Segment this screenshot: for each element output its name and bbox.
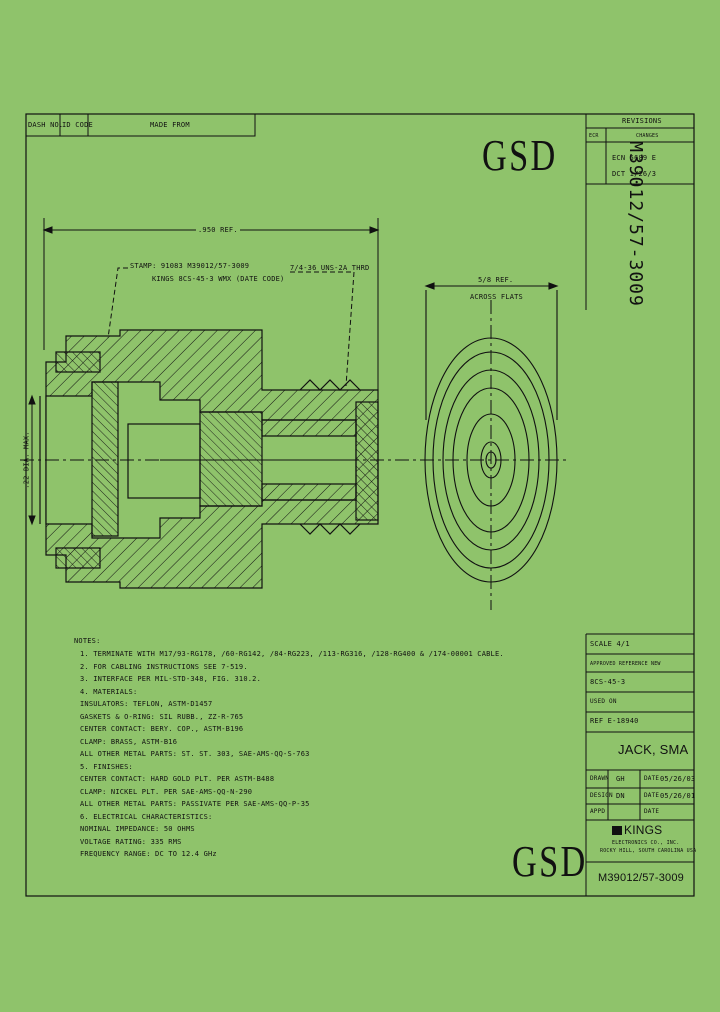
part-label: 8CS-45-3 [590,678,626,686]
note-line: 2. FOR CABLING INSTRUCTIONS SEE 7-519. [80,662,248,671]
stamp-label-1: STAMP: 91083 M39012/57-3009 [130,262,250,270]
connector-end-view [424,282,559,583]
company-line-1: ELECTRONICS CO., INC. [612,840,680,846]
note-line: NOMINAL IMPEDANCE: 50 OHMS [80,825,195,833]
note-line: VOLTAGE RATING: 335 RMS [80,837,182,846]
vertical-part-number: M39012/57-3009 [624,141,646,307]
dimension-diameter [28,394,36,526]
note-line: 5. FINISHES: [80,762,133,771]
revisions-title: REVISIONS [622,117,662,125]
ref-label: REF E-18940 [590,717,639,725]
drawn-date-label: DATE [644,775,660,782]
dimension-overall-length [42,218,380,390]
company-name: KINGS [624,823,663,837]
overall-length-label: .950 REF. [196,226,240,234]
connector-section-view [39,329,379,589]
note-line: CENTER CONTACT: HARD GOLD PLT. PER ASTM-… [80,775,275,783]
dash-no-label: DASH NO. [28,121,64,129]
revisions-changes-header: CHANGES [636,133,659,139]
note-line: INSULATORS: TEFLON, ASTM-D1457 [80,700,213,708]
notes-title: NOTES: [74,637,101,645]
design-date-label: DATE [644,792,660,799]
gsd-mark-bottom: GSD [512,837,588,886]
note-line: CENTER CONTACT: BERY. COP., ASTM-B196 [80,725,244,733]
title-block [585,633,694,896]
across-flats-label: 5/8 REF. [478,276,514,284]
company-line-2: ROCKY HILL, SOUTH CAROLINA USA [600,848,697,854]
note-line: ALL OTHER METAL PARTS: ST. ST. 303, SAE-… [80,750,310,758]
note-line: 6. ELECTRICAL CHARACTERISTICS: [80,812,213,821]
note-line: 3. INTERFACE PER MIL-STD-348, FIG. 310.2… [80,675,261,683]
note-line: CLAMP: BRASS, ASTM-B16 [80,737,178,746]
revision-entry: ECN 5689 E [612,154,657,162]
sheet-border [25,113,695,897]
drawn-date: 05/26/03 [660,775,696,783]
note-line: 1. TERMINATE WITH M17/93-RG178, /60-RG14… [80,650,504,658]
title-block-part-number: M39012/57-3009 [598,872,684,884]
gsd-mark-top: GSD [482,131,558,180]
kings-logo-icon [612,826,622,835]
drawing-title: JACK, SMA [618,742,689,757]
appd-date-label: DATE [644,808,660,815]
approved-reference-label: APPROVED REFERENCE NEW [590,661,661,667]
id-code-label: ID CODE [62,121,93,129]
made-from-label: MADE FROM [150,121,190,129]
note-line: GASKETS & O-RING: SIL RUBB., ZZ-R-765 [80,712,244,721]
design-by: DN [616,792,625,800]
diameter-label: .22 DIA. MAX. [22,431,31,489]
design-date: 05/26/01 [660,792,696,800]
drawn-label: DRAWN [590,775,610,782]
leader-lines [107,267,355,387]
note-line: ALL OTHER METAL PARTS: PASSIVATE PER SAE… [80,800,310,808]
used-on-label: USED ON [590,698,617,705]
revisions-ecr-header: ECR [589,133,599,139]
thread-label: 7/4-36 UNS-2A THRD [290,264,370,272]
revisions-table [585,114,694,310]
revision-entry-date: DCT 1/26/3 [612,170,657,178]
stamp-label-2: KINGS 8CS-45-3 WMX (DATE CODE) [152,275,285,283]
scale-label: SCALE 4/1 [590,640,630,648]
note-line: CLAMP: NICKEL PLT. PER SAE-AMS-QQ-N-290 [80,787,253,796]
across-flats-label-2: ACROSS FLATS [470,293,523,301]
note-line: 4. MATERIALS: [80,687,138,696]
drawn-by: GH [616,775,625,783]
note-line: FREQUENCY RANGE: DC TO 12.4 GHz [80,850,217,858]
header-table [25,113,256,137]
design-label: DESIGN [590,792,613,799]
appd-label: APPD [590,808,606,815]
